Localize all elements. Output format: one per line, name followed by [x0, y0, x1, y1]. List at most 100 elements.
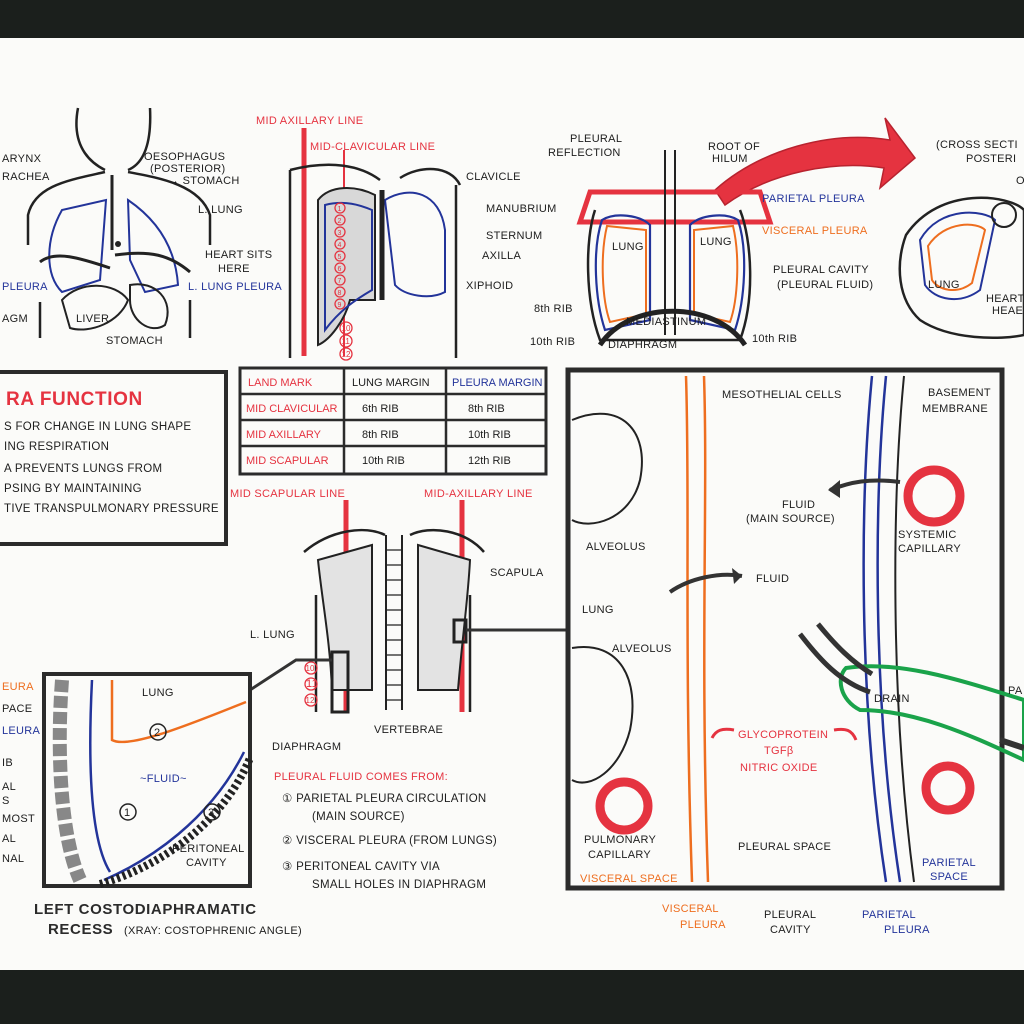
front-rib-4: 4	[338, 242, 342, 249]
label-oesophagus: OESOPHAGUS	[144, 151, 225, 163]
microscopic-pleura-diagram: MESOTHELIAL CELLS BASEMENT MEMBRANE ALVE…	[565, 367, 1024, 936]
recess-label-space: PACE	[2, 703, 32, 715]
label-mid-axillary-line-back: MID-AXILLARY LINE	[424, 488, 533, 500]
table-header-pleura-margin: PLEURA MARGIN	[452, 377, 543, 389]
micro-label-pulmonary-1: PULMONARY	[584, 834, 657, 846]
front-rib-12: 12	[342, 350, 351, 359]
micro-label-drain: DRAIN	[874, 693, 910, 705]
label-posterior: (POSTERIOR)	[150, 163, 225, 175]
function-line-3: A PREVENTS LUNGS FROM	[4, 463, 162, 475]
micro-label-mesothelial: MESOTHELIAL CELLS	[722, 389, 842, 401]
front-rib-2: 2	[338, 218, 342, 225]
back-rib-11: 11	[306, 678, 318, 690]
micro-label-glycoprotein: GLYCOPROTEIN	[738, 729, 828, 741]
micro-label-fluid: FLUID	[756, 573, 789, 585]
fluid-sources: PLEURAL FLUID COMES FROM: ① PARIETAL PLE…	[274, 771, 497, 891]
label-heart-2: HEAE	[992, 305, 1023, 317]
label-arynx: ARYNX	[2, 153, 42, 165]
table-cell-r2-c1: MID AXILLARY	[246, 429, 322, 441]
label-scapula: SCAPULA	[490, 567, 544, 579]
micro-label-pleural-cavity-2: CAVITY	[770, 924, 811, 936]
label-diaphragm-top: DIAPHRAGM	[608, 339, 677, 351]
recess-label-peritoneal-1: PERITONEAL	[172, 843, 245, 855]
table-cell-r3-c1: MID SCAPULAR	[246, 455, 329, 467]
fluid-source-1-note: (MAIN SOURCE)	[312, 811, 405, 823]
label-cross-lung: LUNG	[928, 279, 960, 291]
pleura-section-diagram: PLEURAL REFLECTION ROOT OF HILUM PARIETA…	[530, 117, 1024, 351]
micro-label-alveolus-1: ALVEOLUS	[586, 541, 646, 553]
connector-recess	[249, 658, 332, 692]
front-rib-10: 10	[342, 324, 351, 333]
label-liver: LIVER	[76, 313, 109, 325]
micro-label-parietal-pleura-2: PLEURA	[884, 924, 930, 936]
label-pleural-cavity-2: (PLEURAL FLUID)	[777, 279, 873, 291]
front-rib-7: 7	[338, 278, 342, 285]
label-parietal-pleura: PARIETAL PLEURA	[762, 193, 865, 205]
recess-num-1: 1	[124, 807, 130, 819]
rib-lines-diagram: MID AXILLARY LINE MID-CLAVICULAR LINE CL…	[256, 115, 557, 361]
micro-label-parietal-pleura-1: PARIETAL	[862, 909, 916, 921]
label-10th-rib-right: 10th RIB	[752, 333, 797, 345]
function-line-2: ING RESPIRATION	[4, 441, 109, 453]
recess-label-al: AL	[2, 781, 16, 793]
label-sternum: STERNUM	[486, 230, 543, 242]
micro-label-basement-1: BASEMENT	[928, 387, 991, 399]
front-rib-5: 5	[338, 254, 342, 261]
micro-label-tgfb: TGFβ	[764, 745, 794, 757]
front-rib-3: 3	[338, 230, 342, 237]
micro-label-nitric-oxide: NITRIC OXIDE	[740, 762, 818, 774]
label-mediastinum: MEDIASTINUM	[626, 316, 706, 328]
micro-label-pulmonary-2: CAPILLARY	[588, 849, 651, 861]
recess-label-rib: IB	[2, 757, 13, 769]
table-cell-r3-c2: 10th RIB	[362, 455, 405, 467]
micro-label-parietal-space-2: SPACE	[930, 871, 968, 883]
label-manubrium: MANUBRIUM	[486, 203, 557, 215]
label-heart-1: HEART SITS	[205, 249, 272, 261]
label-heart: HEART	[986, 293, 1024, 305]
back-rib-12: 12	[306, 696, 315, 705]
costodiaphragmatic-recess: EURA PACE LEURA IB AL S MOST AL NAL LUNG…	[2, 672, 341, 938]
label-root-2: HILUM	[712, 153, 748, 165]
micro-label-systemic-1: SYSTEMIC	[898, 529, 957, 541]
label-trachea: RACHEA	[2, 171, 50, 183]
label-back-l-lung: L. LUNG	[250, 629, 295, 641]
recess-label-pleura: EURA	[2, 681, 34, 693]
function-line-1: S FOR CHANGE IN LUNG SHAPE	[4, 421, 191, 433]
recess-title-2: RECESS	[48, 921, 113, 938]
fluid-source-3-note: SMALL HOLES IN DIAPHRAGM	[312, 879, 486, 891]
front-rib-6: 6	[338, 266, 342, 273]
micro-label-pleural-space: PLEURAL SPACE	[738, 841, 831, 853]
micro-label-fluid-main-1: FLUID	[782, 499, 815, 511]
recess-num-2: 2	[154, 727, 160, 739]
fluid-sources-title: PLEURAL FLUID COMES FROM:	[274, 771, 448, 783]
label-axilla: AXILLA	[482, 250, 521, 262]
label-cross-section-1: (CROSS SECTI	[936, 139, 1018, 151]
label-vertebrae: VERTEBRAE	[374, 724, 443, 736]
label-8th-rib: 8th RIB	[534, 303, 573, 315]
recess-label-peritoneal-2: CAVITY	[186, 857, 227, 869]
recess-label-pleura-blue: LEURA	[2, 725, 41, 737]
label-mid-scapular-line: MID SCAPULAR LINE	[230, 488, 345, 500]
function-title: RA FUNCTION	[6, 389, 143, 410]
label-agm: AGM	[2, 313, 28, 325]
label-stomach-top: → STOMACH	[168, 175, 240, 187]
function-line-4: PSING BY MAINTAINING	[4, 483, 142, 495]
micro-label-alveolus-2: ALVEOLUS	[612, 643, 672, 655]
label-pleural-cavity-1: PLEURAL CAVITY	[773, 264, 869, 276]
micro-label-lung: LUNG	[582, 604, 614, 616]
recess-num-3: 3	[208, 807, 214, 819]
label-heart-2: HERE	[218, 263, 250, 275]
fluid-source-2: ② VISCERAL PLEURA (FROM LUNGS)	[282, 835, 497, 847]
margins-table: LAND MARK LUNG MARGIN PLEURA MARGIN MID …	[238, 366, 548, 476]
micro-label-visceral-pleura-1: VISCERAL	[662, 903, 719, 915]
table-header-lung-margin: LUNG MARGIN	[352, 377, 430, 389]
table-cell-r2-c3: 10th RIB	[468, 429, 511, 441]
fluid-source-3: ③ PERITONEAL CAVITY VIA	[282, 861, 440, 873]
table-cell-r3-c3: 12th RIB	[468, 455, 511, 467]
recess-title-1: LEFT COSTODIAPHRAMATIC	[34, 901, 257, 918]
label-root-1: ROOT OF	[708, 141, 760, 153]
table-cell-r1-c1: MID CLAVICULAR	[246, 403, 338, 415]
micro-label-visceral-pleura-2: PLEURA	[680, 919, 726, 931]
